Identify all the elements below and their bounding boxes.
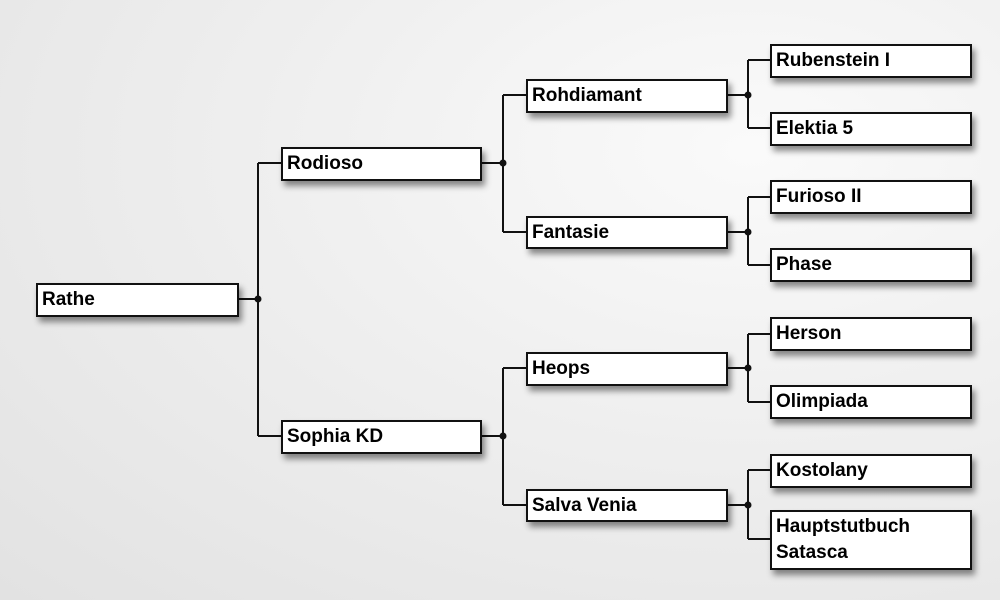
horse-sire[interactable]: Rodioso: [281, 147, 482, 181]
horse-subject[interactable]: Rathe: [36, 283, 239, 317]
junction-dot: [254, 295, 262, 303]
junction-dot: [744, 91, 752, 99]
horse-dam-sire[interactable]: Heops: [526, 352, 728, 386]
horse-dam-dam[interactable]: Salva Venia: [526, 489, 728, 522]
horse-sire-dam-dam[interactable]: Phase: [770, 248, 972, 282]
horse-dam-sire-dam[interactable]: Olimpiada: [770, 385, 972, 419]
horse-sire-dam-sire[interactable]: Furioso II: [770, 180, 972, 214]
horse-sire-sire-sire[interactable]: Rubenstein I: [770, 44, 972, 78]
junction-dot: [744, 501, 752, 509]
horse-dam[interactable]: Sophia KD: [281, 420, 482, 454]
junction-dot: [744, 228, 752, 236]
horse-sire-sire[interactable]: Rohdiamant: [526, 79, 728, 113]
horse-sire-dam[interactable]: Fantasie: [526, 216, 728, 249]
horse-dam-sire-sire[interactable]: Herson: [770, 317, 972, 351]
horse-sire-sire-dam[interactable]: Elektia 5: [770, 112, 972, 146]
junction-dot: [499, 432, 507, 440]
junction-dot: [744, 364, 752, 372]
horse-dam-dam-dam[interactable]: Hauptstutbuch Satasca: [770, 510, 972, 570]
horse-dam-dam-sire[interactable]: Kostolany: [770, 454, 972, 488]
junction-dot: [499, 159, 507, 167]
